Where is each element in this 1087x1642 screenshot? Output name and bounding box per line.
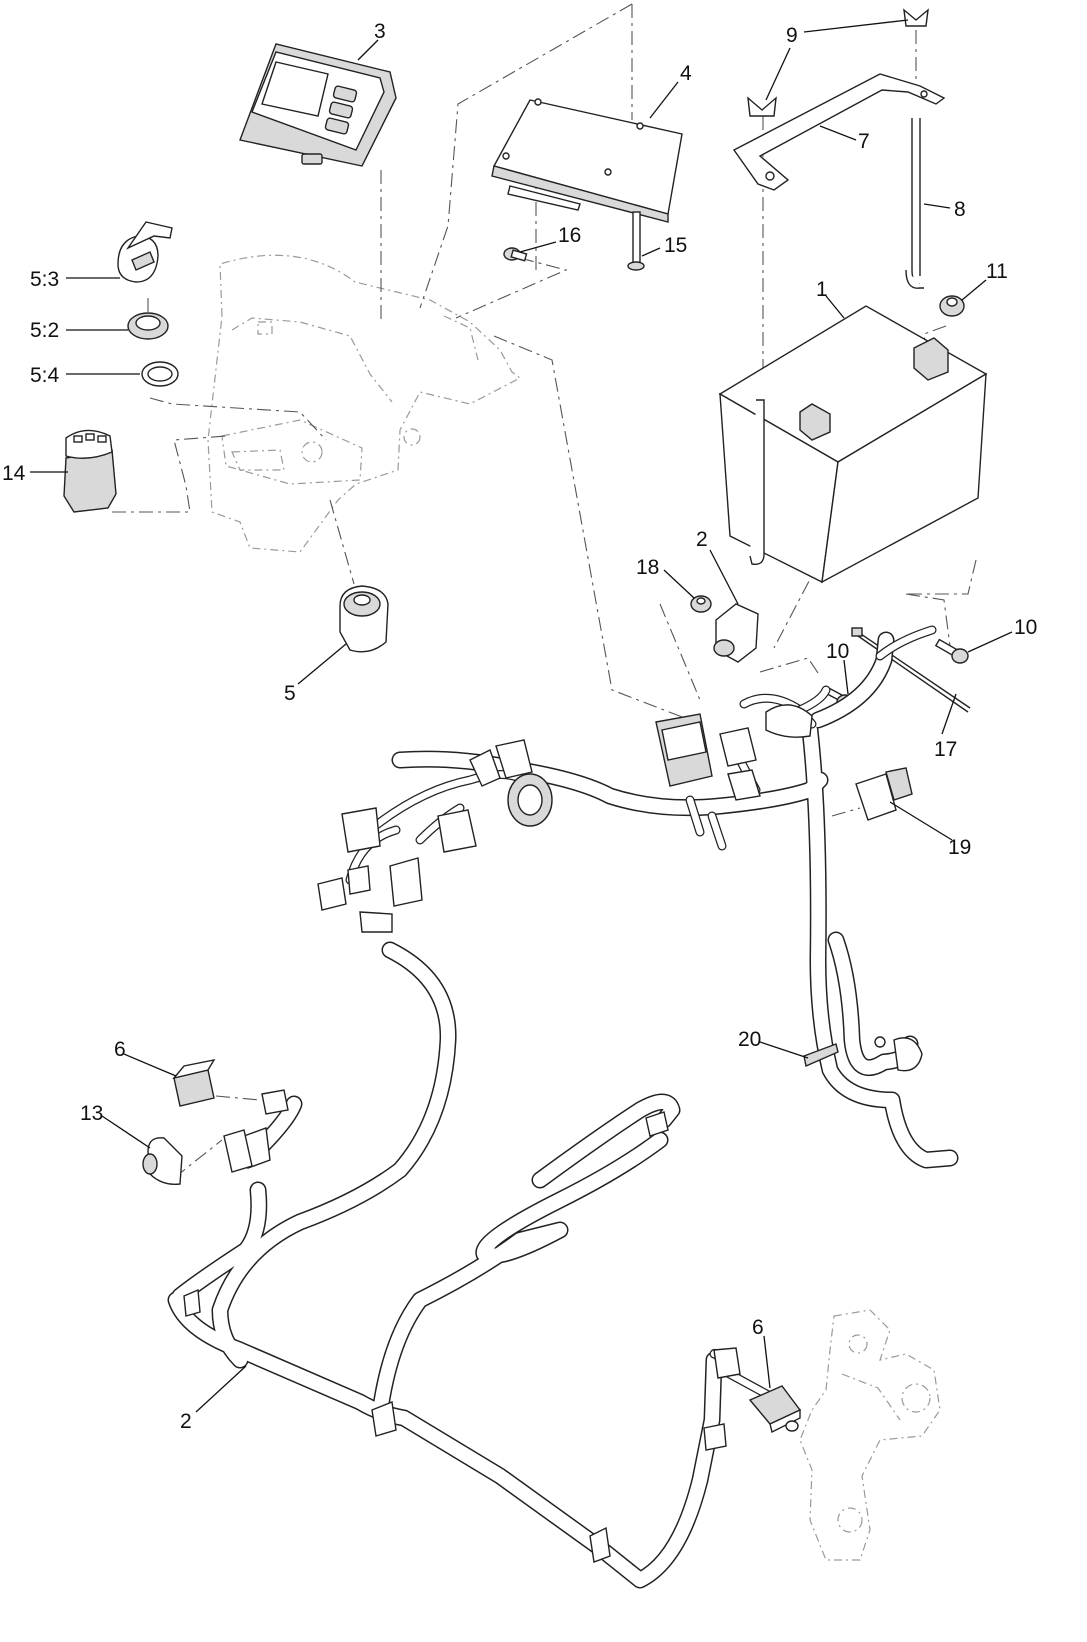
callout-bolt-16: 16 [558,224,581,247]
callout-harness: 2 [180,1410,192,1433]
console-panel-phantom [207,254,522,553]
callout-bolt-10-right: 10 [1014,616,1037,639]
callout-key-bezel: 5:2 [30,319,59,342]
callout-relay-lower: 6 [752,1316,764,1339]
battery [718,305,988,584]
callout-tie-20: 20 [738,1028,761,1051]
callout-controller: 4 [680,62,692,85]
callout-display: 3 [374,20,386,43]
harness-connectors [183,704,923,1563]
connector-19 [855,767,913,821]
wing-nut-upper [903,8,929,27]
callout-connector-19: 19 [948,836,971,859]
callout-bolt-10-mid: 10 [826,640,849,663]
wing-nut-left [747,96,777,117]
j-bolt [905,118,924,289]
callout-nut-18: 18 [636,556,659,579]
relay-lower [713,1347,802,1434]
callout-switch-13: 13 [80,1102,103,1125]
bolt-16 [503,247,528,262]
key [117,221,173,283]
callout-labels: 3 4 9 7 8 11 1 5:3 5:2 5:4 14 16 15 5 2 … [2,20,1037,1433]
relay-upper [172,1059,289,1115]
key-bezel [127,312,169,340]
callout-key-washer: 5:4 [30,364,60,387]
axle-bracket-phantom [799,1309,941,1561]
wire-harness [167,625,959,1589]
callout-cable-17: 17 [934,738,957,761]
callout-switch-14: 14 [2,462,26,485]
key-switch [339,585,389,653]
callout-wing-nut-upper: 9 [786,24,798,47]
battery-bracket [732,73,946,191]
callout-leaders [30,19,1013,1413]
callout-flange-nut: 11 [986,260,1008,283]
callout-key-switch: 5 [284,682,296,705]
cable-tie-17 [851,627,971,713]
callout-battery: 1 [816,278,828,301]
key-washer [141,361,179,387]
callout-relay-upper: 6 [114,1038,126,1061]
flange-nut [939,295,965,317]
fuse-holder [713,603,759,663]
callout-j-bolt: 8 [954,198,966,221]
bolt-10-right [934,638,969,664]
nut-18 [690,595,712,613]
controller-module [491,98,683,223]
tie-20 [803,1043,839,1067]
callout-key: 5:3 [30,268,59,291]
callout-fuse-holder: 2 [696,528,708,551]
switch-13 [142,1129,253,1185]
callout-battery-bracket: 7 [858,130,870,153]
display-unit [239,43,397,167]
bolt-15 [627,211,645,271]
callout-bolt-15: 15 [664,234,687,257]
rocker-switch [63,429,117,513]
